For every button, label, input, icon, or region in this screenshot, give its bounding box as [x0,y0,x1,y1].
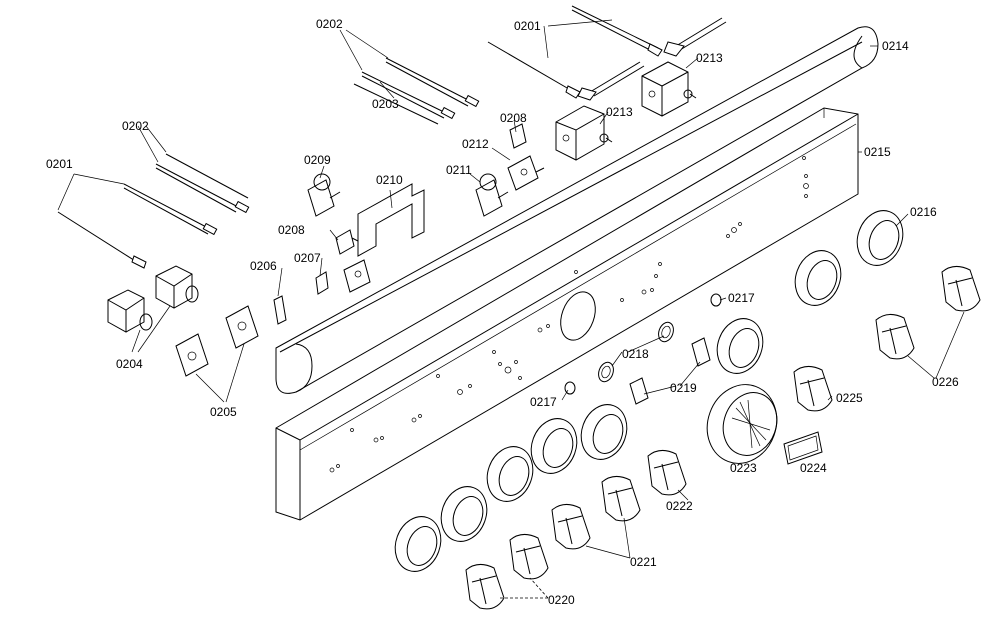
label-0210: 0210 [376,173,403,187]
label-0217-right: 0217 [728,291,755,305]
label-0208-left: 0208 [278,223,305,237]
label-0201-left: 0201 [46,157,73,171]
label-0206: 0206 [250,259,277,273]
label-0215: 0215 [864,145,891,159]
label-0213-upper: 0213 [696,51,723,65]
label-0226: 0226 [932,375,959,389]
control-knobs [465,266,981,610]
label-0204: 0204 [116,357,143,371]
label-0202-top: 0202 [316,17,343,31]
sensor-probes [57,5,727,269]
label-0203: 0203 [372,97,399,111]
label-0220: 0220 [548,593,575,607]
label-0218: 0218 [622,347,649,361]
label-0217-left: 0217 [530,395,557,409]
label-0207: 0207 [294,251,321,265]
oven-thermometer [706,384,778,464]
label-0211: 0211 [446,163,472,177]
label-0208-right: 0208 [500,111,527,125]
label-0209: 0209 [304,153,331,167]
front-trim-panel [275,26,879,394]
label-0212: 0212 [462,137,489,151]
label-0202-left: 0202 [122,119,149,133]
label-0213-lower: 0213 [606,105,633,119]
label-0221: 0221 [630,555,657,569]
brand-badge [783,431,823,465]
controls-components [107,61,697,377]
label-0201-top: 0201 [514,19,541,33]
label-0225: 0225 [836,391,863,405]
knob-bezels [394,210,904,572]
label-0223: 0223 [730,461,757,475]
label-0205: 0205 [210,405,237,419]
label-0219: 0219 [670,381,697,395]
label-0224: 0224 [800,461,827,475]
part-labels: 0201 0201 0202 0202 0203 0204 0205 0206 … [46,17,959,607]
control-panel [275,107,859,521]
leader-lines [57,19,965,599]
label-0216: 0216 [910,205,937,219]
label-0214: 0214 [882,39,909,53]
label-0222: 0222 [666,499,693,513]
